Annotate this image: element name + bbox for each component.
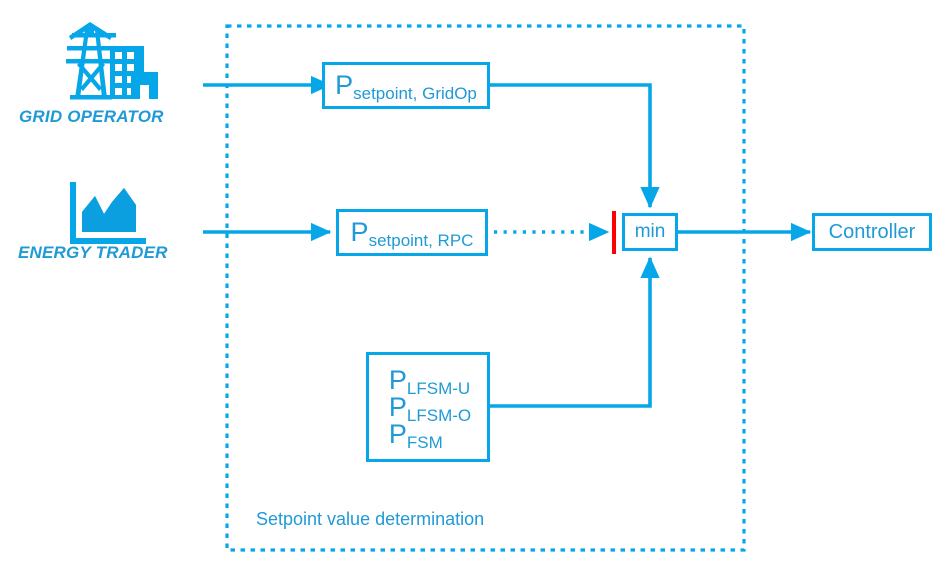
block-controller-label: Controller (828, 220, 916, 243)
formula-subscript: setpoint, GridOp (353, 84, 477, 103)
block-min-label: min (634, 221, 666, 242)
block-setpoint-gridop-formula: Psetpoint, GridOp (335, 70, 477, 103)
formula-subscript: setpoint, RPC (368, 231, 474, 250)
formula-subscript: LFSM-U (406, 378, 471, 398)
block-min[interactable]: min (622, 213, 678, 251)
block-setpoint-rpc-formula: Psetpoint, RPC (350, 217, 474, 250)
setpoint-group-caption: Setpoint value determination (256, 509, 485, 529)
formula-line-lfsm-o: PLFSM-O (388, 391, 471, 424)
formula-base: P (335, 70, 354, 100)
formula-subscript: LFSM-O (406, 405, 472, 425)
block-lfsm-fsm[interactable]: PLFSM-U PLFSM-O PFSM (366, 352, 490, 462)
formula-subscript: FSM (406, 432, 443, 452)
formula-line-fsm: PFSM (388, 418, 471, 451)
actor-label-energy-trader: ENERGY TRADER (18, 243, 168, 262)
block-setpoint-rpc[interactable]: Psetpoint, RPC (336, 209, 488, 256)
wire-gridop-to-min (490, 83, 660, 209)
block-lfsm-fsm-formulas: PLFSM-U PLFSM-O PFSM (385, 364, 471, 451)
wire-lfsm-to-min (490, 256, 660, 408)
actor-label-grid-operator: GRID OPERATOR (19, 107, 164, 126)
formula-base: P (388, 391, 407, 422)
formula-line-lfsm-u: PLFSM-U (388, 364, 471, 397)
block-setpoint-gridop[interactable]: Psetpoint, GridOp (322, 62, 490, 109)
formula-base: P (388, 364, 407, 395)
area-chart-icon (70, 182, 146, 244)
power-pylon-buildings-icon (66, 22, 158, 100)
formula-base: P (388, 418, 407, 449)
setpoint-group-boundary (225, 24, 746, 552)
formula-base: P (350, 217, 369, 247)
block-controller[interactable]: Controller (812, 213, 932, 251)
